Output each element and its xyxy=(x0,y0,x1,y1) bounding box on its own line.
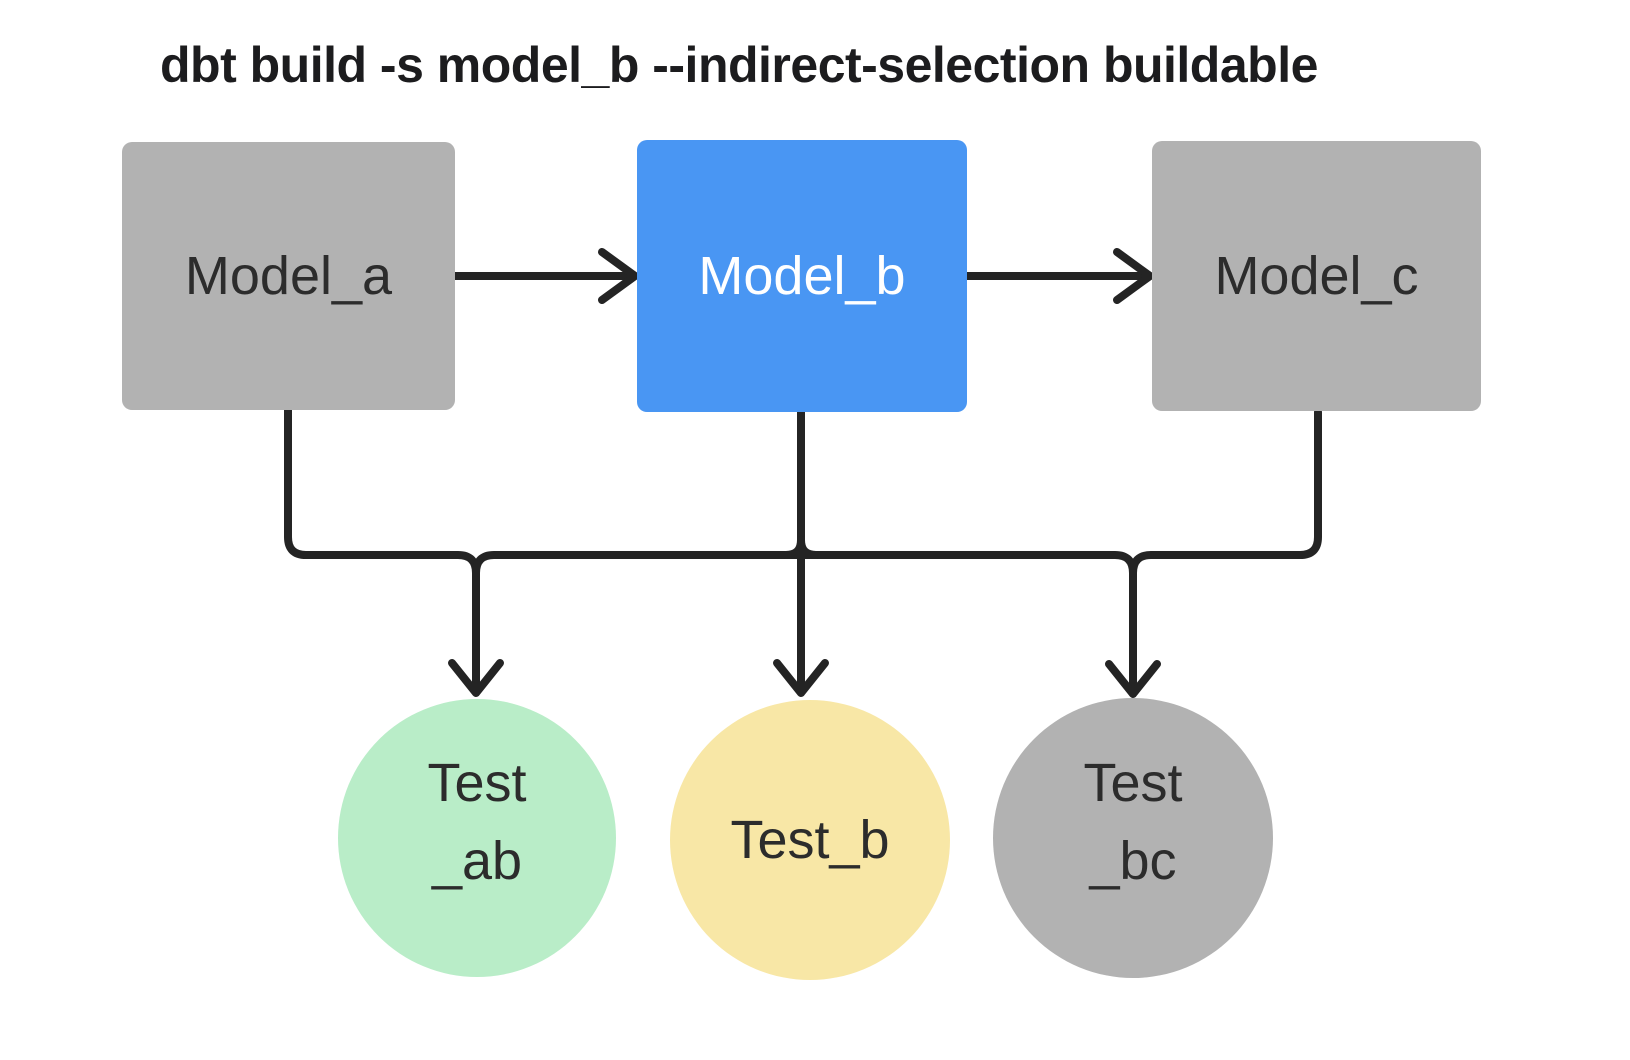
edge-model-a-to-test-ab xyxy=(284,406,480,695)
node-test-bc-label: Test _bc xyxy=(1083,744,1182,900)
bus-fillet-right xyxy=(797,536,820,559)
node-model-a: Model_a xyxy=(122,142,455,410)
edge-model-a-to-model-b xyxy=(451,248,639,304)
label-line-2: _ab xyxy=(431,831,523,891)
node-model-a-label: Model_a xyxy=(184,246,393,306)
arrowhead-down-test-bc-icon xyxy=(1105,660,1161,698)
node-test-ab-label: Test _ab xyxy=(427,744,526,900)
node-test-b: Test_b xyxy=(670,700,950,980)
arrowhead-down-test-ab-icon xyxy=(448,659,504,697)
edge-model-c-drop xyxy=(1129,408,1322,577)
node-model-c: Model_c xyxy=(1152,141,1481,411)
node-model-b-label: Model_b xyxy=(698,246,906,306)
diagram-title: dbt build -s model_b --indirect-selectio… xyxy=(160,37,1318,93)
node-test-b-label: Test_b xyxy=(730,801,889,879)
label-line-1: Test xyxy=(427,753,527,813)
arrowhead-down-test-b-icon xyxy=(773,659,829,697)
label-line-1: Test_b xyxy=(730,810,890,870)
label-line-1: Test xyxy=(1083,753,1183,813)
label-line-2: _bc xyxy=(1089,831,1177,891)
arrowhead-right-icon xyxy=(598,248,639,304)
node-model-c-label: Model_c xyxy=(1214,246,1419,306)
node-test-ab: Test _ab xyxy=(338,699,616,977)
arrowhead-right-icon xyxy=(1113,248,1154,304)
edge-model-b-to-model-c xyxy=(963,248,1154,304)
node-model-b: Model_b xyxy=(637,140,967,412)
node-test-bc: Test _bc xyxy=(993,698,1273,978)
